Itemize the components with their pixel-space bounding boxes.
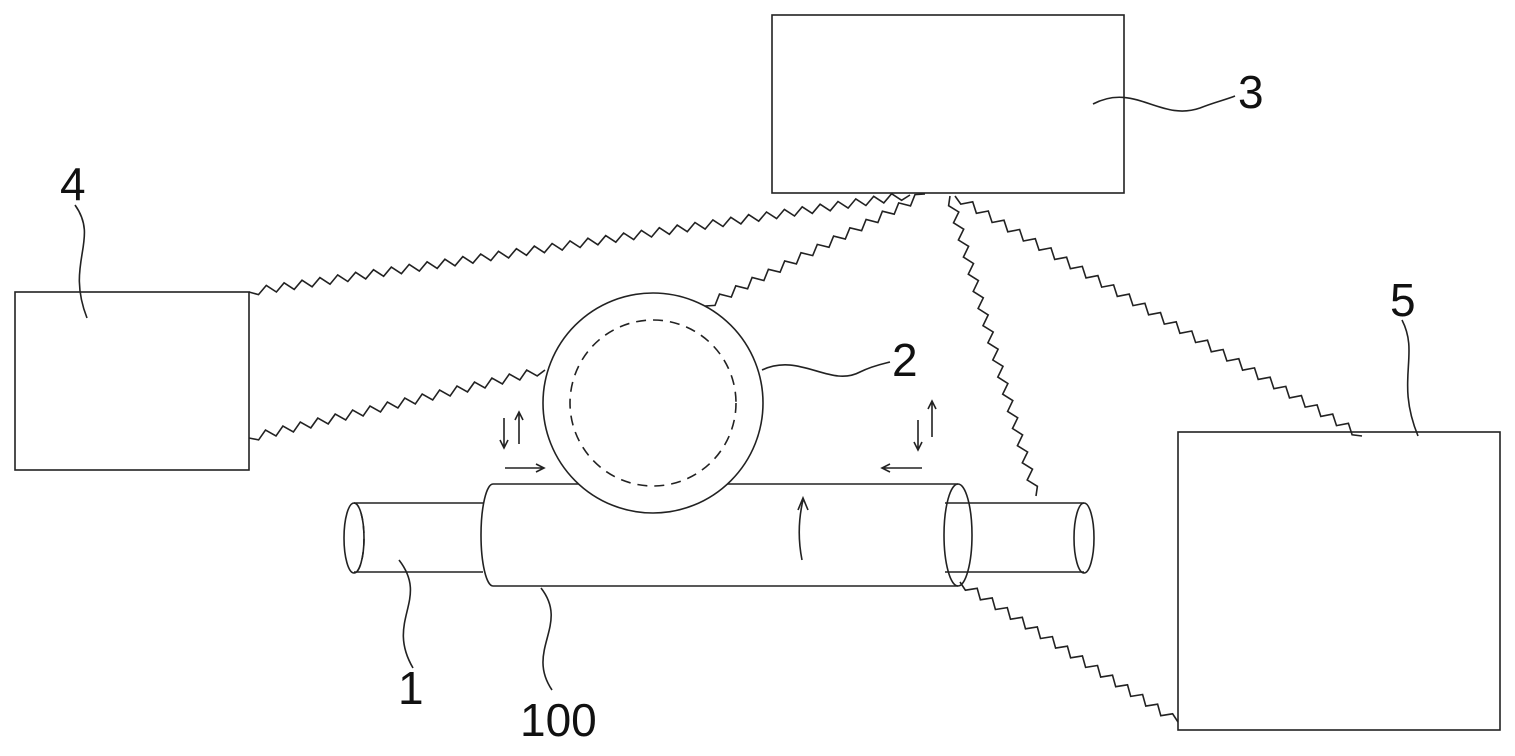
zigzag-wheel-to-3 [704,193,926,307]
right-shaft [945,502,1084,573]
label-3: 3 [1238,66,1264,118]
roller-body-end [943,483,973,587]
leader-line-1 [398,559,414,669]
zigzag-4-top-to-3 [248,192,911,296]
box-5 [1177,431,1501,731]
right-shaft-end [1073,502,1095,574]
label-100: 100 [520,694,597,746]
connection-lines [248,192,1363,723]
label-5: 5 [1390,274,1416,326]
right-motion-arrows [880,399,937,473]
leader-line-5 [1401,319,1419,437]
leader-line-3 [1092,95,1236,112]
label-4: 4 [60,158,86,210]
left-shaft [354,502,483,573]
rotation-arrow [798,499,804,561]
leader-line-100 [540,587,553,691]
leader-line-4 [74,204,88,319]
box-3 [771,14,1125,194]
rotation-arrow-head [797,495,809,511]
leader-line-2 [761,361,891,377]
wheel-2-inner [569,319,737,487]
label-1: 1 [398,662,424,714]
zigzag-4-bottom-to-wheel [248,369,546,441]
left-shaft-end-hidden [353,502,365,574]
wheel-2-outer [542,292,764,514]
label-2: 2 [892,334,918,386]
zigzag-3-to-roller [947,195,1039,497]
zigzag-3-to-5 [954,195,1363,437]
roller-body [480,483,958,587]
left-motion-arrows [499,410,546,473]
box-4 [14,291,250,471]
roller-assembly [343,483,1095,587]
zigzag-roller-to-5 [959,581,1179,723]
